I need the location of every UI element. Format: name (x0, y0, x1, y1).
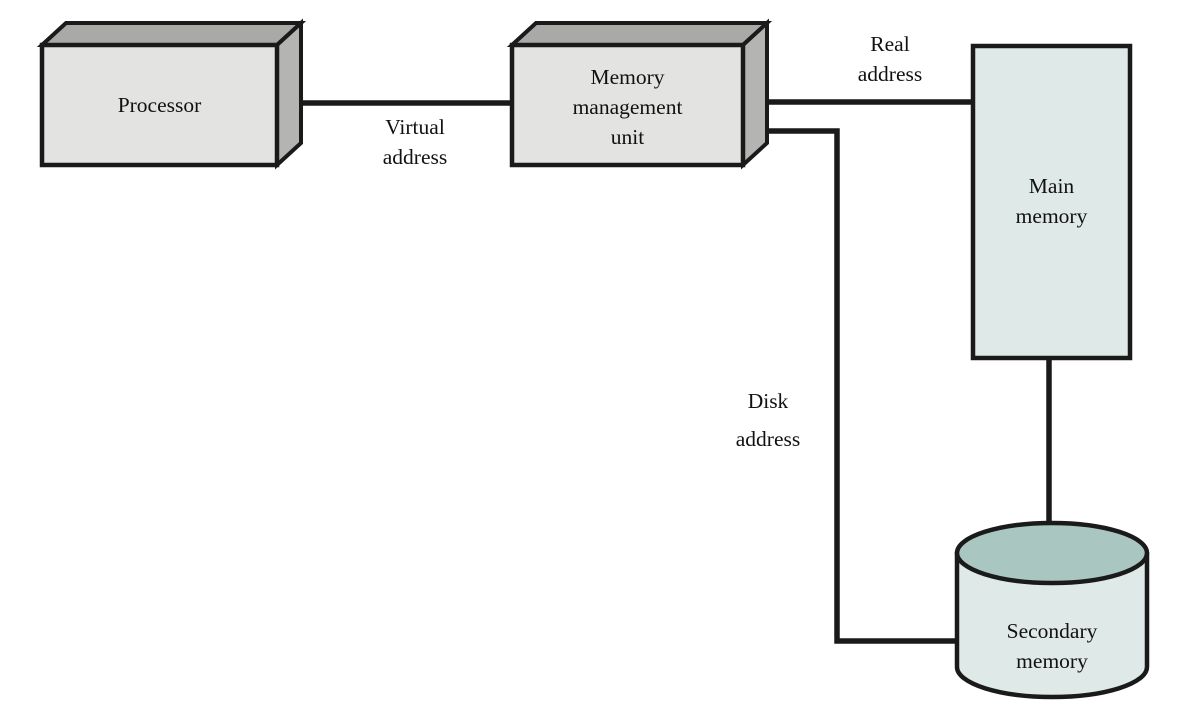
processor-label: Processor (118, 93, 202, 117)
edge-labels: Virtual address Real address Disk addres… (383, 32, 922, 451)
mmu-side-face (741, 18, 769, 170)
secondary-memory-body (954, 550, 1150, 700)
edge-label-disk-address-line-2: address (736, 427, 800, 451)
edge-disk-address-line (752, 128, 960, 644)
secondary-memory-label-line-2: memory (1016, 649, 1088, 673)
processor-front-face (39, 42, 280, 168)
node-processor[interactable]: Processor (36, 18, 307, 170)
main-memory-label-line-2: memory (1016, 204, 1088, 228)
main-memory-body (970, 43, 1133, 361)
mmu-label-line-1: Memory (590, 65, 664, 89)
connectors (288, 99, 1052, 644)
node-memory-management-unit[interactable]: Memory management unit (506, 18, 773, 170)
edge-label-disk-address-line-1: Disk (748, 389, 789, 413)
node-secondary-memory[interactable]: Secondary memory (954, 520, 1150, 700)
edge-label-real-address-line-1: Real (870, 32, 909, 56)
edge-label-virtual-address-line-1: Virtual (385, 115, 445, 139)
processor-side-face (275, 18, 303, 170)
edge-label-virtual-address-line-2: address (383, 145, 447, 169)
edge-label-real-address-line-2: address (858, 62, 922, 86)
secondary-memory-top-ellipse (954, 520, 1150, 586)
mmu-label-line-3: unit (611, 125, 644, 149)
mmu-front-face (509, 42, 746, 168)
node-main-memory[interactable]: Main memory (970, 43, 1133, 361)
mmu-label-line-2: management (573, 95, 683, 119)
processor-top-face (36, 21, 307, 47)
main-memory-label-line-1: Main (1029, 174, 1075, 198)
mmu-top-face (506, 21, 773, 47)
secondary-memory-label-line-1: Secondary (1007, 619, 1098, 643)
